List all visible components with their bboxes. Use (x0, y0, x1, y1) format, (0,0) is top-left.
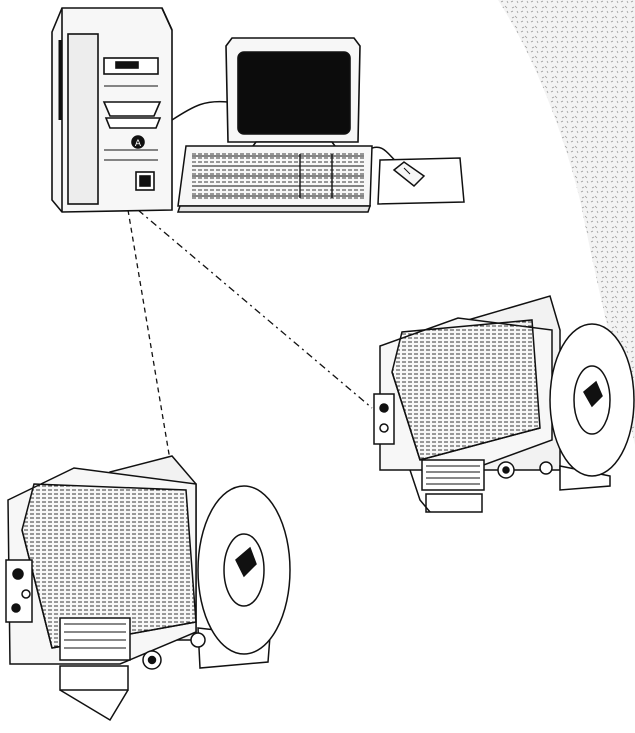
crt-monitor-icon (226, 38, 360, 150)
label-printer-lower (6, 456, 290, 720)
network-lines (128, 210, 372, 460)
monitor-cable (172, 102, 228, 120)
label-printer-icon (374, 296, 634, 512)
label-printer-icon (6, 456, 290, 720)
label-printer-upper (374, 296, 634, 512)
desktop-tower-icon: A (52, 8, 172, 212)
mouse-pad (378, 158, 464, 204)
connection-line-to-lower-printer (128, 210, 170, 460)
tower-badge: A (135, 139, 142, 149)
keyboard-icon (178, 146, 372, 212)
connection-line-to-upper-printer (138, 210, 372, 408)
